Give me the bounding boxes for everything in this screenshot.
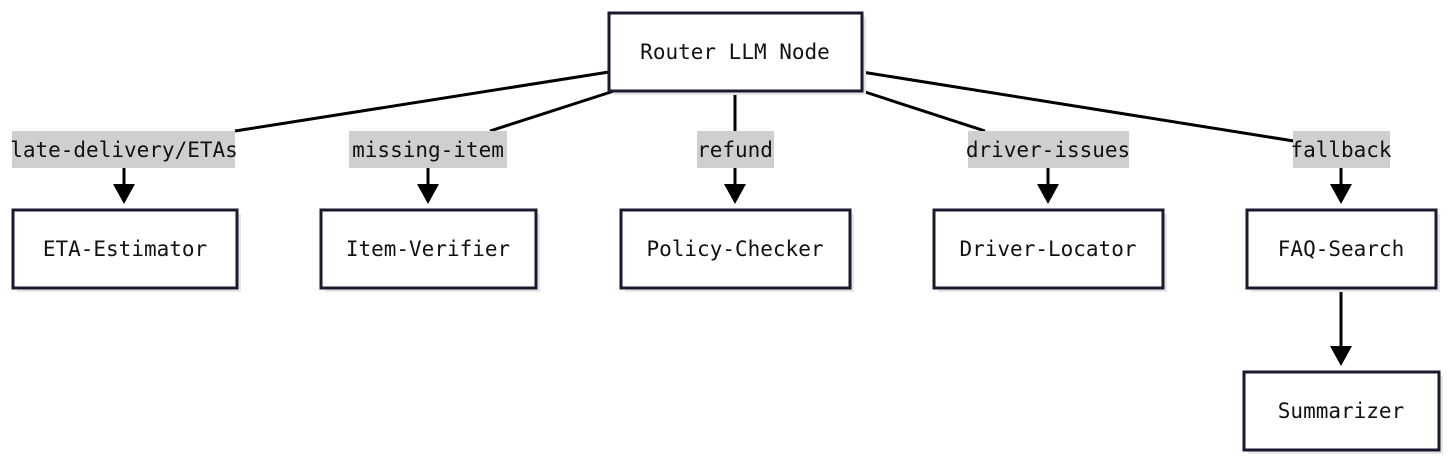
edge-router-to-eta-estimator [234,70,610,133]
edge-router-to-driver-locator [861,89,986,133]
edge-label-late-delivery: late-delivery/ETAs [10,131,238,168]
arrow-head-driver-locator [1037,184,1059,204]
edge-labels: late-delivery/ETAs missing-item refund d… [10,131,1392,168]
faq-search-node[interactable]: FAQ-Search [1245,208,1440,292]
faq-search-node-box [1245,208,1438,290]
router-llm-node[interactable]: Router LLM Node [607,11,866,95]
edge-label-missing-item-bg [349,131,507,168]
edge-label-missing-item-text: missing-item [352,138,504,162]
policy-checker-node-label: Policy-Checker [646,237,823,261]
edge-label-fallback-text: fallback [1290,138,1392,162]
driver-locator-node[interactable]: Driver-Locator [932,208,1167,292]
arrow-head-summarizer [1330,346,1352,366]
router-llm-node-box [607,11,864,93]
eta-estimator-node-box [11,208,239,290]
edge-label-refund-bg [697,131,774,168]
eta-estimator-node[interactable]: ETA-Estimator [11,208,241,292]
edge-label-late-delivery-text: late-delivery/ETAs [10,138,238,162]
arrow-head-item-verifier [417,184,439,204]
edge-label-driver-issues-bg [968,131,1129,168]
edge-label-late-delivery-bg [12,131,235,168]
item-verifier-node[interactable]: Item-Verifier [319,208,540,292]
router-llm-node-label: Router LLM Node [640,40,830,64]
edge-label-refund-text: refund [697,138,773,162]
arrow-head-policy-checker [724,184,746,204]
edge-label-refund: refund [697,131,774,168]
edge-label-fallback: fallback [1290,131,1392,168]
edge-label-driver-issues: driver-issues [966,131,1130,168]
driver-locator-node-box [932,208,1165,290]
eta-estimator-node-label: ETA-Estimator [43,237,207,261]
edge-label-fallback-bg [1293,131,1390,168]
item-verifier-node-box [319,208,538,290]
edge-label-driver-issues-text: driver-issues [966,138,1130,162]
policy-checker-node-box [619,208,852,290]
policy-checker-node[interactable]: Policy-Checker [619,208,854,292]
summarizer-node-box [1242,370,1441,452]
arrow-head-eta-estimator [113,184,135,204]
edge-router-to-faq-search [861,70,1301,144]
arrow-head-faq-search [1330,184,1352,204]
driver-locator-node-label: Driver-Locator [959,237,1136,261]
edges [113,70,1352,366]
nodes: Router LLM Node ETA-Estimator Item-Verif… [11,11,1443,454]
edge-label-missing-item: missing-item [349,131,507,168]
summarizer-node[interactable]: Summarizer [1242,370,1443,454]
faq-search-node-label: FAQ-Search [1278,237,1404,261]
edge-router-to-item-verifier [489,89,615,133]
summarizer-node-label: Summarizer [1278,399,1404,423]
item-verifier-node-label: Item-Verifier [346,237,510,261]
